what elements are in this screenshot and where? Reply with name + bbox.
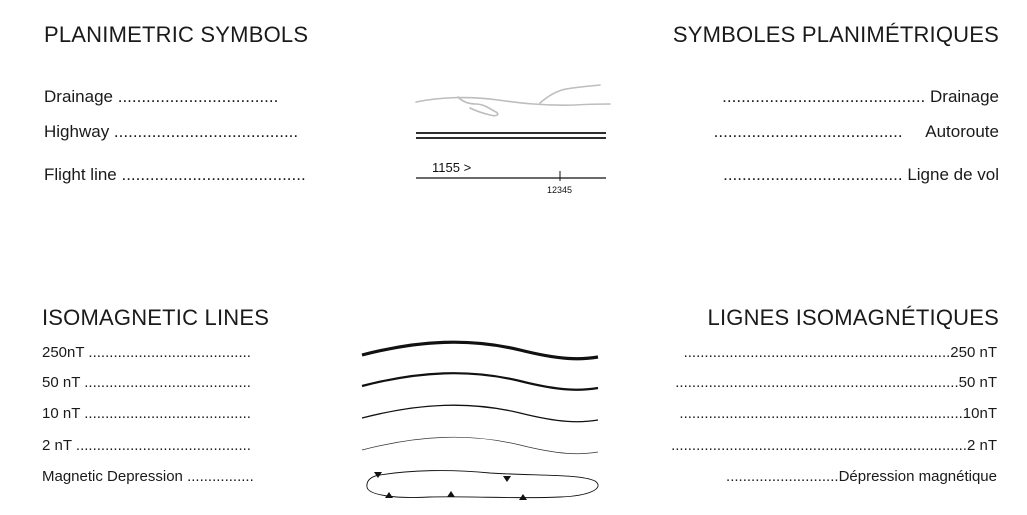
- legend-label-drainage-en: Drainage ...............................…: [44, 87, 279, 106]
- dot-leader: ........................................…: [722, 87, 930, 106]
- legend-label-depression-fr: ...........................Dépression ma…: [726, 468, 997, 485]
- dot-leader: .......................................: [109, 122, 299, 141]
- legend-label-10nt-fr: ........................................…: [679, 405, 997, 422]
- isomagnetic-title-en: ISOMAGNETIC LINES: [42, 305, 270, 330]
- dot-leader: ........................................…: [683, 344, 951, 361]
- highway-symbol: [416, 132, 606, 139]
- legend-label-2nt-fr: ........................................…: [671, 437, 997, 454]
- contour-10nt-line: [361, 404, 599, 423]
- isomagnetic-title-fr: LIGNES ISOMAGNÉTIQUES: [707, 305, 999, 330]
- magnetic-depression-symbol: [366, 470, 599, 500]
- legend-label-10nt-en: 10 nT ..................................…: [42, 405, 251, 422]
- legend-label-depression-en: Magnetic Depression ................: [42, 468, 254, 485]
- contour-250nt-line: [361, 340, 599, 361]
- flight-line-number: 1155 >: [432, 160, 471, 175]
- legend-label-highway-en: Highway ................................…: [44, 122, 299, 141]
- drainage-symbol: [415, 84, 611, 117]
- planimetric-title-fr: SYMBOLES PLANIMÉTRIQUES: [672, 22, 999, 47]
- dot-leader: ................: [182, 468, 254, 485]
- legend-label-flightline-fr: ...................................... L…: [723, 165, 999, 184]
- contour-50nt-line: [361, 372, 599, 391]
- flight-line-symbol: 1155 > 12345: [416, 160, 606, 195]
- contour-2nt-line: [361, 436, 599, 455]
- legend-label-2nt-en: 2 nT ...................................…: [42, 437, 251, 454]
- dot-leader: ........................................: [713, 122, 926, 141]
- dot-leader: .......................................: [116, 165, 306, 184]
- dot-leader: ........................................: [80, 405, 251, 422]
- fiducial-number: 12345: [547, 185, 572, 195]
- legend-label-highway-fr: ........................................…: [713, 122, 999, 141]
- dot-leader: ........................................…: [71, 437, 251, 454]
- dot-leader: ........................................…: [675, 374, 959, 391]
- dot-leader: ...........................: [726, 468, 839, 485]
- legend-label-250nt-fr: ........................................…: [683, 344, 997, 361]
- dot-leader: .......................................: [84, 344, 251, 361]
- dot-leader: ..................................: [113, 87, 279, 106]
- legend-label-flightline-en: Flight line ............................…: [44, 165, 306, 184]
- legend-label-50nt-en: 50 nT ..................................…: [42, 374, 251, 391]
- dot-leader: ......................................: [723, 165, 908, 184]
- dot-leader: ........................................…: [679, 405, 963, 422]
- dot-leader: ........................................…: [671, 437, 967, 454]
- legend-label-250nt-en: 250nT ..................................…: [42, 344, 251, 361]
- dot-leader: ........................................: [80, 374, 251, 391]
- legend-label-drainage-fr: ........................................…: [722, 87, 999, 106]
- planimetric-title-en: PLANIMETRIC SYMBOLS: [44, 22, 309, 47]
- legend-label-50nt-fr: ........................................…: [675, 374, 997, 391]
